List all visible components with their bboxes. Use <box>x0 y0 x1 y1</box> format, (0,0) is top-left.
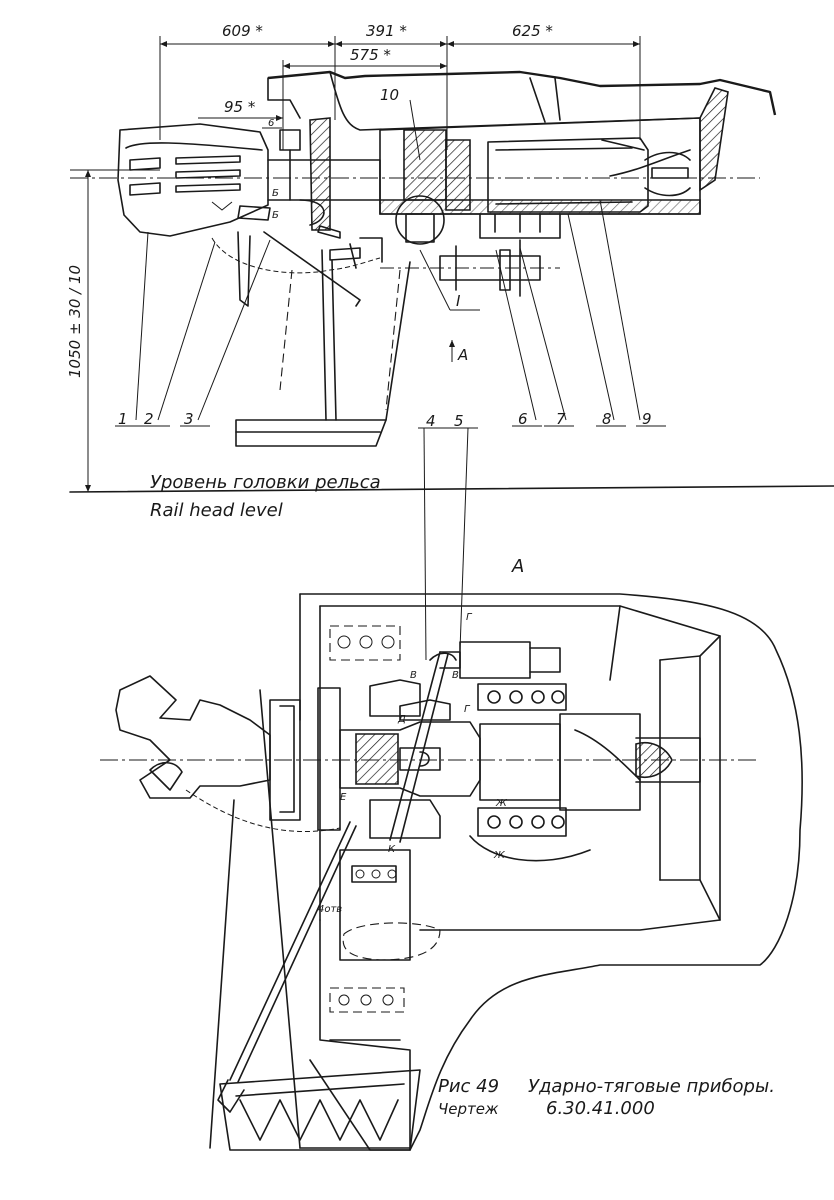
coupler-plan-view <box>100 593 803 1151</box>
section-v-right: В <box>452 670 459 681</box>
section-d: Д <box>397 714 406 725</box>
section-b-bottom: Б <box>272 188 279 199</box>
callout-5: 5 <box>454 412 464 430</box>
callout-6: 6 <box>518 410 528 428</box>
dim-391: 391 * <box>366 22 407 40</box>
section-b-top: Б <box>272 210 279 221</box>
section-e: Е <box>340 792 347 803</box>
callout-4: 4 <box>426 412 436 430</box>
caption-fig-label: Рис 49 <box>438 1076 499 1097</box>
section-zh-bottom: Ж <box>493 850 506 861</box>
dim-609: 609 * <box>222 22 263 40</box>
section-k: К <box>388 844 396 855</box>
section-v-left: В <box>410 670 417 681</box>
coupler-side-view <box>70 70 777 447</box>
dim-height: 1050 ± 30 / 10 <box>66 265 84 378</box>
callout-7: 7 <box>556 410 566 428</box>
rail-level-ru: Уровень головки рельса <box>150 472 381 493</box>
view-arrow-label: A <box>457 346 468 364</box>
dim-95: 95 * <box>224 98 256 116</box>
rail-head-line <box>69 485 834 493</box>
section-g-top: Г <box>466 612 473 623</box>
callout-2: 2 <box>144 410 154 428</box>
callout-10: 10 <box>380 86 399 104</box>
section-marker-i: I <box>456 292 461 310</box>
callout-leaders-top <box>115 99 666 661</box>
caption-fig-title: Ударно-тяговые приборы. <box>528 1076 775 1097</box>
dim-6: 6 <box>268 118 274 129</box>
caption-drawing-number: 6.30.41.000 <box>546 1098 655 1119</box>
section-zh-top: Ж <box>495 798 508 809</box>
callout-3: 3 <box>184 410 194 428</box>
callout-1: 1 <box>118 410 128 428</box>
rail-level-en: Rail head level <box>150 500 283 521</box>
view-a-title: A <box>511 556 524 577</box>
callout-9: 9 <box>642 410 652 428</box>
dim-575: 575 * <box>350 46 391 64</box>
note-4-holes: 4отв <box>318 904 342 915</box>
callout-8: 8 <box>602 410 612 428</box>
dim-625: 625 * <box>512 22 553 40</box>
caption-drawing-label: Чертеж <box>438 1100 499 1118</box>
section-g-bottom: Г <box>464 704 471 715</box>
